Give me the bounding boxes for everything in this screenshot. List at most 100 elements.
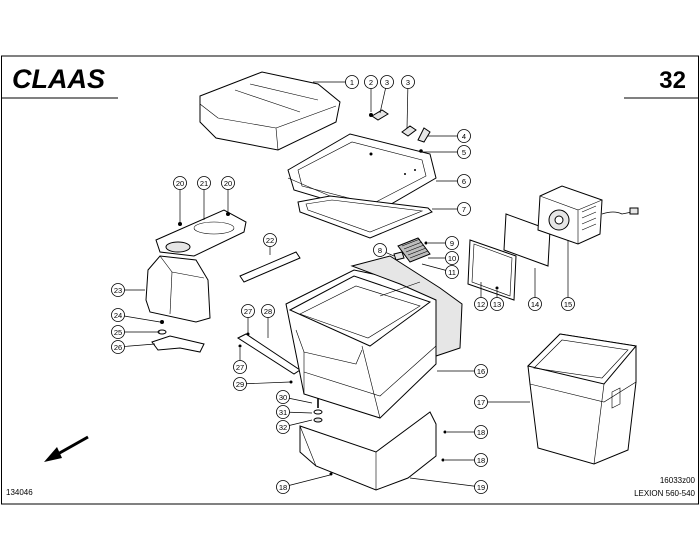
callout-number: 1	[350, 78, 354, 87]
part-seal	[297, 195, 433, 239]
callout-32: 32	[276, 419, 313, 434]
callout-leader	[409, 477, 482, 488]
callout-number: 28	[264, 307, 272, 316]
callout-number: 22	[266, 236, 274, 245]
callout-23: 23	[111, 283, 145, 297]
part-front-cover	[145, 255, 211, 323]
callout-22: 22	[263, 233, 277, 255]
callout-number: 3	[385, 78, 389, 87]
callout-number: 2	[369, 78, 373, 87]
callout-leader	[117, 314, 161, 323]
callout-14: 14	[528, 268, 542, 311]
callout-19: 19	[409, 477, 488, 494]
callout-leader	[406, 81, 409, 129]
callout-4: 4	[428, 129, 471, 143]
model-name: LEXION 560-540	[634, 489, 695, 498]
drawing-number: 16033z00	[660, 476, 696, 485]
callout-number: 17	[477, 398, 485, 407]
part-grille	[393, 237, 431, 263]
part-main-housing	[285, 255, 463, 419]
callout-number: 32	[279, 423, 287, 432]
part-lid-cushion	[199, 71, 341, 151]
callout-circle	[561, 297, 575, 311]
callout-circle	[364, 75, 378, 89]
callout-number: 29	[236, 380, 244, 389]
direction-arrow-icon	[44, 435, 89, 462]
callout-number: 23	[114, 286, 122, 295]
part-cool-box	[527, 333, 637, 465]
callout-5: 5	[422, 145, 471, 159]
callout-27: 27	[233, 348, 247, 374]
callout-13: 13	[490, 290, 504, 311]
page-number: 32	[659, 67, 686, 94]
callout-1: 1	[313, 75, 359, 89]
callout-number: 21	[200, 179, 208, 188]
callout-number: 16	[477, 367, 485, 376]
callout-circle	[474, 297, 488, 311]
callout-circle	[457, 202, 471, 216]
callout-number: 7	[462, 205, 466, 214]
callout-number: 4	[462, 132, 466, 141]
callout-circle	[380, 75, 394, 89]
callout-number: 20	[224, 179, 232, 188]
callout-number: 31	[279, 408, 287, 417]
callout-circle	[457, 145, 471, 159]
callout-12: 12	[474, 282, 488, 311]
callout-leader	[282, 474, 331, 488]
callout-number: 18	[477, 428, 485, 437]
callout-15: 15	[561, 240, 575, 311]
callout-circle	[111, 325, 125, 339]
callout-number: 12	[477, 300, 485, 309]
callout-number: 15	[564, 300, 572, 309]
callout-25: 25	[111, 325, 160, 339]
callout-2: 2	[364, 75, 378, 112]
callout-circle	[263, 233, 277, 247]
callout-18: 18	[445, 453, 488, 467]
callout-number: 14	[531, 300, 539, 309]
callout-circle	[445, 236, 459, 250]
callout-18: 18	[276, 474, 331, 494]
callout-number: 26	[114, 343, 122, 352]
callout-leader	[239, 381, 291, 385]
part-small-fixings	[369, 109, 431, 153]
callout-6: 6	[436, 174, 471, 188]
callout-number: 6	[462, 177, 466, 186]
part-rail-upper	[239, 251, 301, 283]
callout-28: 28	[261, 304, 275, 338]
callout-circle	[474, 480, 488, 494]
callout-circle	[111, 340, 125, 354]
callout-number: 10	[448, 254, 456, 263]
callout-circle	[401, 75, 415, 89]
part-bottom-tray	[299, 411, 447, 491]
callout-circle	[276, 480, 290, 494]
part-rail-lower	[236, 332, 301, 384]
callout-circle	[474, 364, 488, 378]
callout-30: 30	[276, 390, 313, 404]
callout-circle	[261, 304, 275, 318]
part-mount-plate	[155, 209, 247, 257]
callout-number: 11	[448, 268, 456, 277]
callout-16: 16	[437, 364, 488, 378]
callout-20: 20	[173, 176, 187, 222]
callout-circle	[474, 453, 488, 467]
part-bracket	[151, 320, 205, 353]
callout-number: 18	[279, 483, 287, 492]
callout-31: 31	[276, 405, 313, 419]
sheet-id: 134046	[6, 488, 33, 497]
callout-21: 21	[197, 176, 211, 220]
callout-number: 19	[477, 483, 485, 492]
callout-circle	[111, 283, 125, 297]
callout-circle	[276, 390, 290, 404]
callout-17: 17	[474, 395, 530, 409]
callout-number: 30	[279, 393, 287, 402]
callout-circle	[241, 304, 255, 318]
callout-10: 10	[428, 251, 459, 265]
callout-3: 3	[401, 75, 415, 129]
callout-29: 29	[233, 377, 291, 391]
brand-logo: CLAAS	[12, 64, 105, 94]
callout-8: 8	[373, 243, 395, 257]
callout-circle	[221, 176, 235, 190]
callout-circle	[528, 297, 542, 311]
